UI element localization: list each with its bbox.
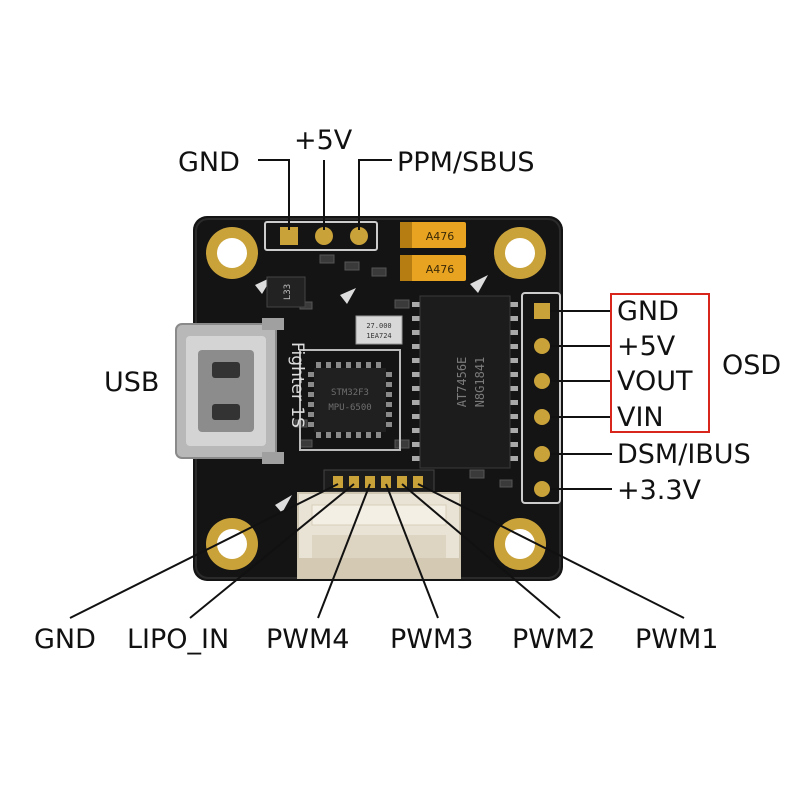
label-ppm-sbus: PPM/SBUS [397,147,535,178]
cap-1-marking: A476 [426,230,455,243]
line-lipo [189,483,355,619]
pad-osd-vin [534,409,550,425]
line-gnd-bottom [69,483,339,619]
cap-2-marking: A476 [426,263,455,276]
regulator-marking: L33 [283,284,293,300]
line-ppm [358,159,392,230]
label-dsm-ibus: DSM/IBUS [617,439,751,470]
mcu-chip: STM32F3 MPU-6500 [299,349,401,451]
pad-osd-5v [534,338,550,354]
pad-3v3 [534,481,550,497]
crystal-bottom-marking: 1EA724 [366,332,391,340]
silkscreen-text: Fighter 1S [287,342,307,428]
label-osd-vout: VOUT [617,366,693,397]
pad-osd-vout [534,373,550,389]
label-osd-vin: VIN [617,402,664,433]
leader-lines [69,159,685,619]
line-pwm1 [417,483,685,619]
mcu-marking-1: STM32F3 [331,388,369,398]
usb-port [175,318,284,464]
osd-chip-marking-1: AT7456E [455,357,469,408]
label-osd-gnd: GND [617,296,679,327]
label-3v3: +3.3V [617,475,702,506]
jst-connector [297,492,461,579]
label-usb: USB [104,367,160,398]
line-gnd-top [258,159,290,230]
label-gnd-bottom: GND [34,624,96,655]
label-pwm1: PWM1 [635,624,719,655]
mount-hole-br [494,518,546,570]
label-osd-5v: +5V [617,331,676,362]
label-osd-title: OSD [722,350,782,381]
label-pwm2: PWM2 [512,624,596,655]
regulator: L33 [266,276,306,308]
pad-dsm [534,446,550,462]
osd-chip-marking-2: N8G1841 [473,357,487,408]
capacitor-2: A476 [400,255,466,281]
mount-hole-bl [206,518,258,570]
capacitor-1: A476 [400,222,466,248]
label-pwm3: PWM3 [390,624,474,655]
pad-osd-gnd [534,303,550,319]
label-pwm4: PWM4 [266,624,350,655]
crystal: 27.000 1EA724 [355,315,403,345]
top-pad-area [264,221,378,251]
mcu-marking-2: MPU-6500 [328,403,371,413]
mount-hole-tl [206,227,258,279]
line-pwm4 [317,483,371,619]
pad-ppm [350,227,368,245]
pad-5v-top [315,227,333,245]
mount-hole-tr [494,227,546,279]
bottom-header [323,469,435,493]
line-pwm2 [401,483,561,619]
label-5v-top: +5V [294,125,353,156]
crystal-top-marking: 27.000 [366,322,391,330]
label-lipo-in: LIPO_IN [127,624,230,655]
osd-chip: AT7456E N8G1841 [412,295,518,469]
line-pwm3 [385,483,439,619]
label-gnd-top: GND [178,147,240,178]
pad-gnd-top [280,227,298,245]
osd-highlight-box [610,293,710,433]
right-pad-column [521,292,561,504]
